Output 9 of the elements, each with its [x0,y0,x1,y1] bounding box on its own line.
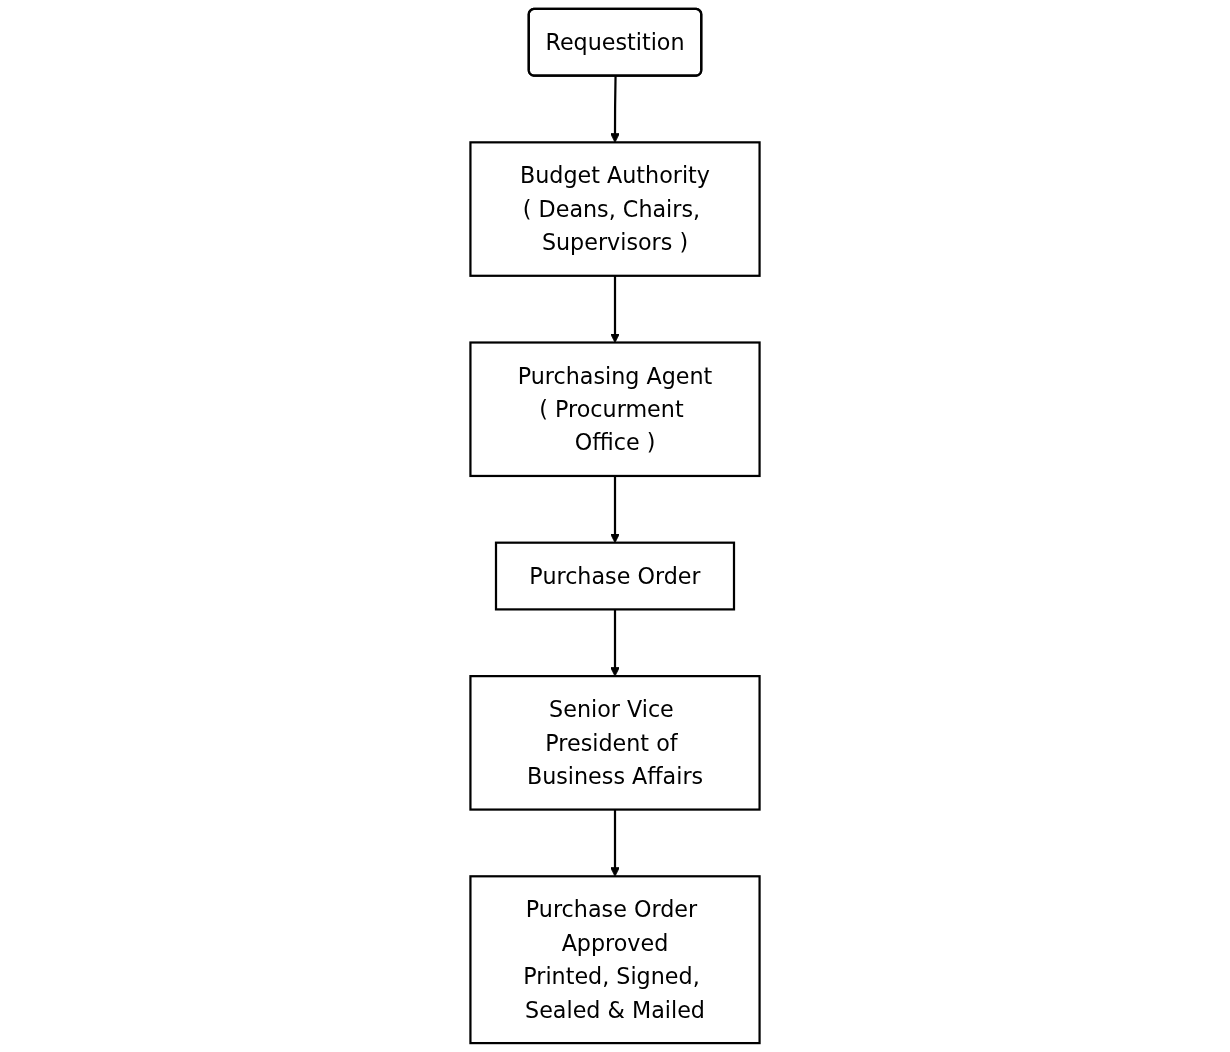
node-box: Purchasing Agent ( Procurment Office ) [469,341,761,478]
arrow [610,76,620,143]
node-box: Senior Vice President of Business Affairs [469,675,761,811]
arrow [610,609,620,677]
arrow [610,809,620,877]
arrow [610,275,620,343]
node-box: Budget Authority ( Deans, Chairs, Supervisors ) [469,141,761,277]
node-box: Purchase Order Approved Printed, Signed, Sealed & Mailed [469,875,761,1045]
node-box: Purchase Order [494,541,736,611]
